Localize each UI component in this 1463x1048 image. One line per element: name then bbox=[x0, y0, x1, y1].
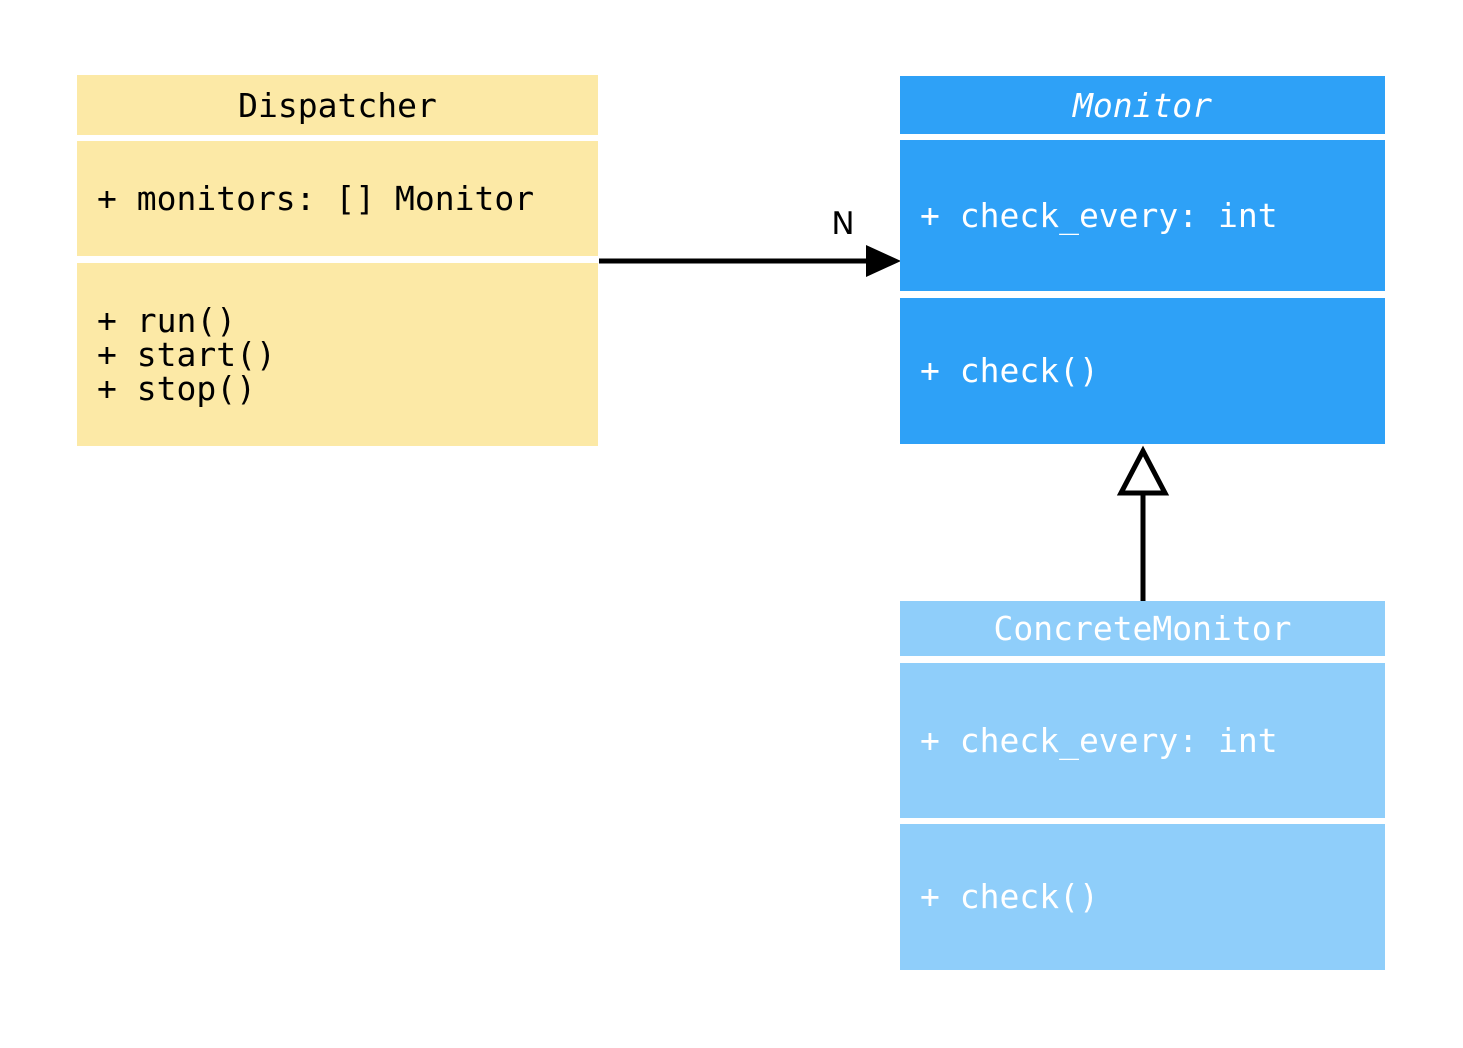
association-arrow-dispatcher-to-monitor bbox=[599, 245, 901, 277]
class-title-dispatcher: Dispatcher bbox=[77, 75, 598, 135]
attribute-line: + check_every: int bbox=[920, 720, 1278, 760]
method-line: + start() bbox=[97, 334, 276, 374]
method-line: + check() bbox=[920, 877, 1099, 916]
class-attributes-concretemonitor: + check_every: int bbox=[900, 663, 1385, 818]
method-line: + stop() bbox=[97, 368, 256, 408]
class-attributes-monitor: + check_every: int bbox=[900, 140, 1385, 291]
class-title-concretemonitor: ConcreteMonitor bbox=[900, 601, 1385, 656]
class-title-monitor: Monitor bbox=[900, 76, 1385, 134]
class-box-concretemonitor: ConcreteMonitor + check_every: int + che… bbox=[900, 601, 1385, 970]
class-methods-concretemonitor: + check() bbox=[900, 824, 1385, 970]
class-methods-dispatcher: + run() + start() + stop() bbox=[77, 263, 598, 446]
attribute-line: + monitors: [] Monitor bbox=[97, 178, 535, 218]
class-box-dispatcher: Dispatcher + monitors: [] Monitor + run(… bbox=[77, 75, 598, 446]
attribute-line: + check_every: int bbox=[920, 195, 1278, 235]
method-line: + check() bbox=[920, 351, 1099, 390]
class-box-monitor: Monitor + check_every: int + check() bbox=[900, 76, 1385, 444]
class-attributes-dispatcher: + monitors: [] Monitor bbox=[77, 141, 598, 256]
association-multiplicity-label: N bbox=[831, 206, 855, 242]
hollow-triangle-icon bbox=[1116, 445, 1170, 496]
method-line: + run() bbox=[97, 300, 237, 340]
filled-arrowhead-icon bbox=[866, 245, 901, 277]
class-methods-monitor: + check() bbox=[900, 298, 1385, 444]
inheritance-arrow-concretemonitor-to-monitor bbox=[1116, 445, 1170, 601]
